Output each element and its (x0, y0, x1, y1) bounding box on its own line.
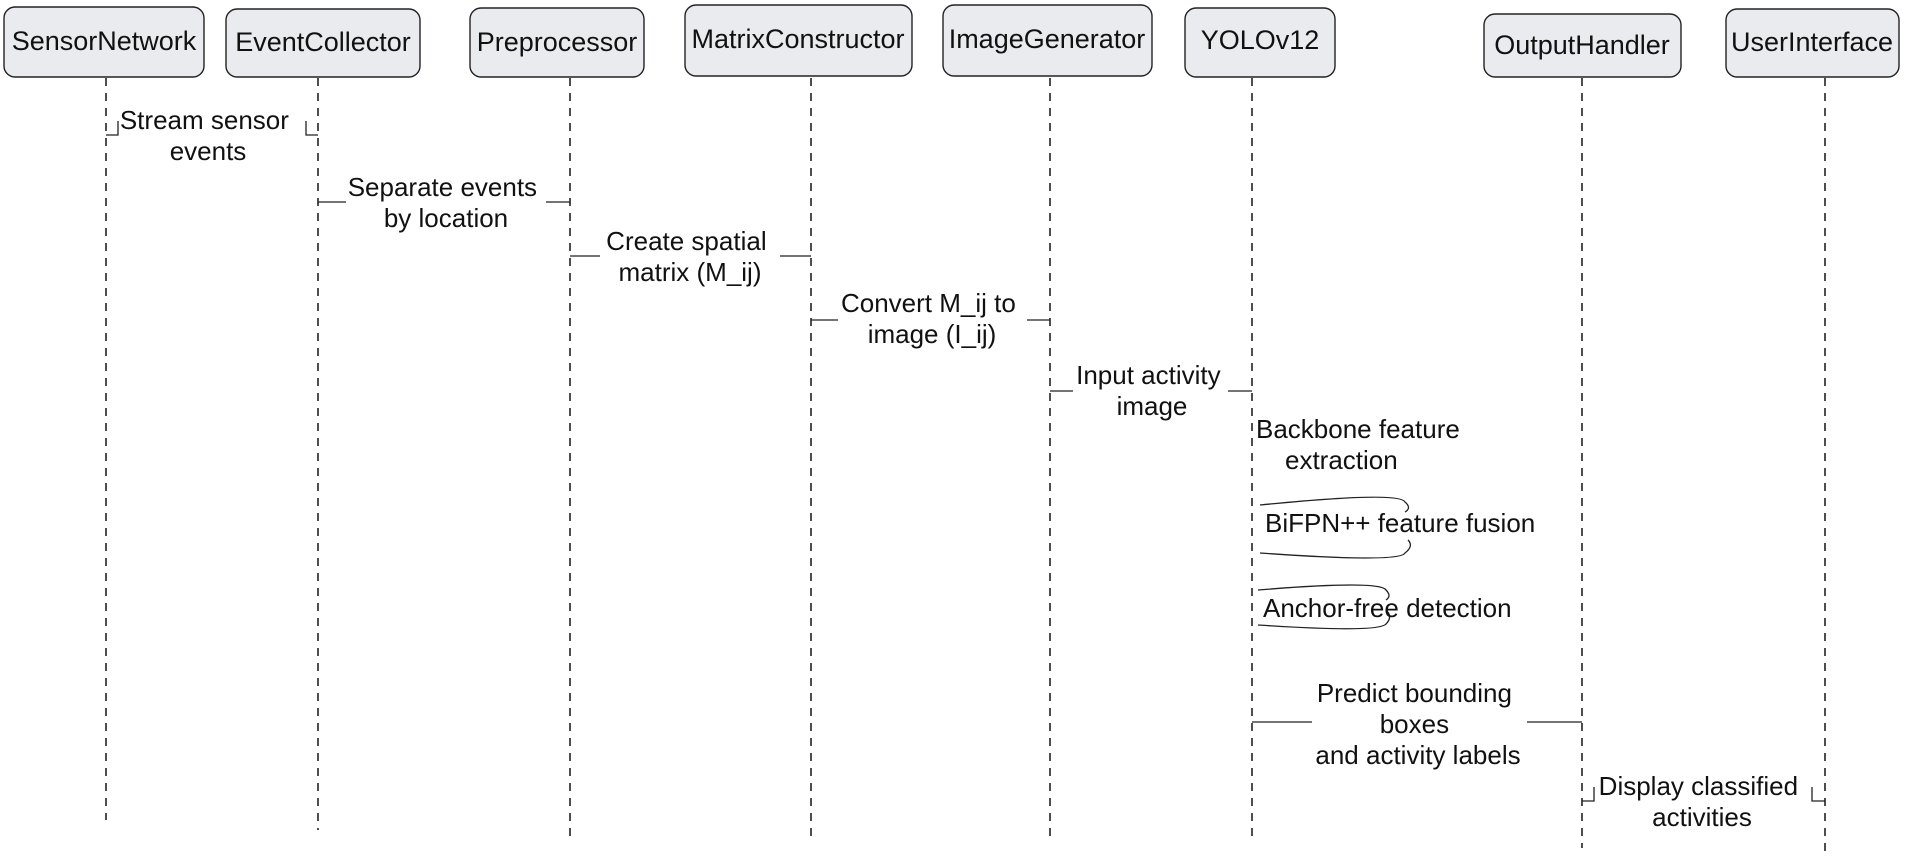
message-label-line: Create spatial (606, 226, 766, 256)
message-label: Stream sensor events (120, 105, 296, 166)
participant-label: EventCollector (235, 27, 411, 57)
message-label-line: by location (384, 203, 508, 233)
message-backbone-feature-extraction: Backbone feature extraction (1256, 414, 1467, 475)
message-label-line: and activity labels (1315, 740, 1520, 770)
message-label: Convert M_ij to image (I_ij) (841, 288, 1023, 349)
message-label-line: Predict bounding (1317, 678, 1512, 708)
message-predict-bounding-boxes: Predict bounding boxes and activity labe… (1252, 678, 1582, 770)
message-label: BiFPN++ feature fusion (1265, 508, 1535, 538)
message-label-line: Anchor-free detection (1263, 593, 1512, 623)
message-create-spatial-matrix: Create spatial matrix (M_ij) (570, 226, 811, 287)
participant-label: YOLOv12 (1201, 25, 1320, 55)
message-label: Input activity image (1076, 360, 1228, 421)
message-label-line: Display classified (1599, 771, 1798, 801)
participant-label: MatrixConstructor (691, 24, 904, 54)
message-label-line: image (I_ij) (868, 319, 997, 349)
participant-label: OutputHandler (1494, 30, 1670, 60)
participant-label: SensorNetwork (12, 26, 197, 56)
participant-image-generator: ImageGenerator (942, 4, 1153, 77)
message-label: Display classified activities (1599, 771, 1806, 832)
message-label-line: Backbone feature (1256, 414, 1460, 444)
message-bifpn-feature-fusion: BiFPN++ feature fusion (1259, 496, 1535, 559)
message-label-line: Convert M_ij to (841, 288, 1016, 318)
participant-output-handler: OutputHandler (1483, 13, 1682, 78)
message-convert-matrix-to-image: Convert M_ij to image (I_ij) (811, 288, 1050, 349)
participant-preprocessor: Preprocessor (469, 7, 645, 78)
participant-event-collector: EventCollector (225, 8, 421, 78)
participant-matrix-constructor: MatrixConstructor (684, 4, 913, 77)
message-label-line: Stream sensor (120, 105, 289, 135)
message-label: Create spatial matrix (M_ij) (606, 226, 774, 287)
message-label-line: boxes (1380, 709, 1449, 739)
message-separate-events: Separate events by location (318, 172, 570, 233)
message-label: Anchor-free detection (1263, 593, 1512, 623)
message-label-line: Input activity (1076, 360, 1221, 390)
message-label: Backbone feature extraction (1256, 414, 1467, 475)
message-label-line: BiFPN++ feature fusion (1265, 508, 1535, 538)
message-input-activity-image: Input activity image (1050, 360, 1252, 421)
participant-label: UserInterface (1731, 27, 1893, 57)
message-label-line: image (1117, 391, 1188, 421)
message-anchor-free-detection: Anchor-free detection (1257, 584, 1512, 630)
message-stream-sensor-events: Stream sensor events (106, 105, 318, 166)
message-label-line: activities (1652, 802, 1752, 832)
participant-label: ImageGenerator (949, 24, 1146, 54)
message-label: Predict bounding boxes and activity labe… (1315, 678, 1520, 770)
participant-user-interface: UserInterface (1725, 8, 1900, 78)
message-display-classified-activities: Display classified activities (1582, 771, 1825, 832)
message-label-line: Separate events (348, 172, 537, 202)
participant-label: Preprocessor (477, 27, 638, 57)
participant-sensor-network: SensorNetwork (3, 6, 205, 78)
message-label: Separate events by location (348, 172, 545, 233)
participant-yolov12: YOLOv12 (1184, 7, 1336, 78)
message-label-line: matrix (M_ij) (619, 257, 762, 287)
message-label-line: extraction (1285, 445, 1398, 475)
message-label-line: events (170, 136, 247, 166)
